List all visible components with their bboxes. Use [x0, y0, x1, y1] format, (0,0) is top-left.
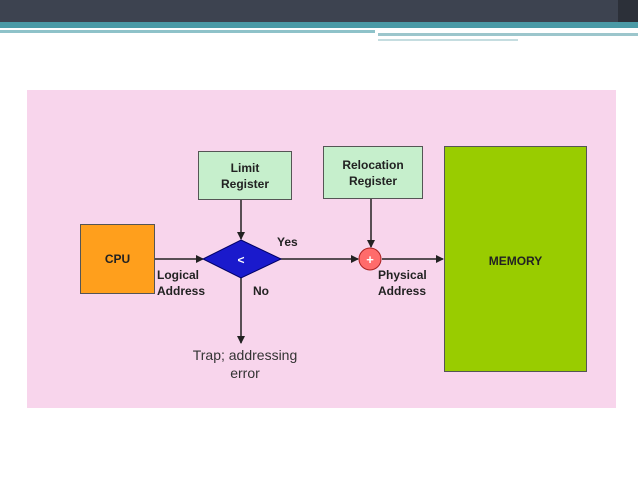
trap-line2: error: [230, 365, 260, 381]
header-thin-line-short: [378, 39, 518, 41]
comparator-diamond: [201, 239, 283, 279]
trap-line1: Trap; addressing: [192, 347, 298, 363]
physical-address-line2: Address: [378, 284, 427, 298]
cpu-label: CPU: [104, 252, 131, 266]
limit-register-box: Limit Register: [198, 151, 292, 200]
header-dark-corner: [618, 0, 638, 22]
header-thin-line-right: [378, 33, 638, 36]
limit-register-line2: Register: [220, 176, 270, 191]
limit-register-line1: Limit: [230, 160, 260, 175]
memory-box: MEMORY: [444, 146, 587, 372]
physical-address-label: Physical Address: [378, 267, 427, 299]
adder-circle: [358, 247, 382, 271]
header-dark-band: [0, 0, 618, 22]
no-label: No: [253, 284, 269, 298]
slide-header-bar: [0, 0, 638, 41]
comparator-symbol: <: [237, 253, 244, 267]
cpu-box: CPU: [80, 224, 155, 294]
trap-label: Trap; addressing error: [180, 346, 310, 382]
memory-label: MEMORY: [488, 254, 543, 268]
header-teal-stripe: [0, 22, 638, 28]
relocation-register-line2: Register: [348, 173, 398, 188]
adder-symbol: +: [366, 252, 374, 267]
logical-address-line2: Address: [157, 284, 206, 298]
yes-label: Yes: [277, 235, 298, 249]
relocation-register-box: Relocation Register: [323, 146, 423, 199]
physical-address-line1: Physical: [378, 268, 427, 282]
relocation-register-line1: Relocation: [342, 157, 404, 172]
header-thin-line-left: [0, 30, 375, 33]
logical-address-line1: Logical: [157, 268, 200, 282]
logical-address-label: Logical Address: [157, 267, 205, 299]
